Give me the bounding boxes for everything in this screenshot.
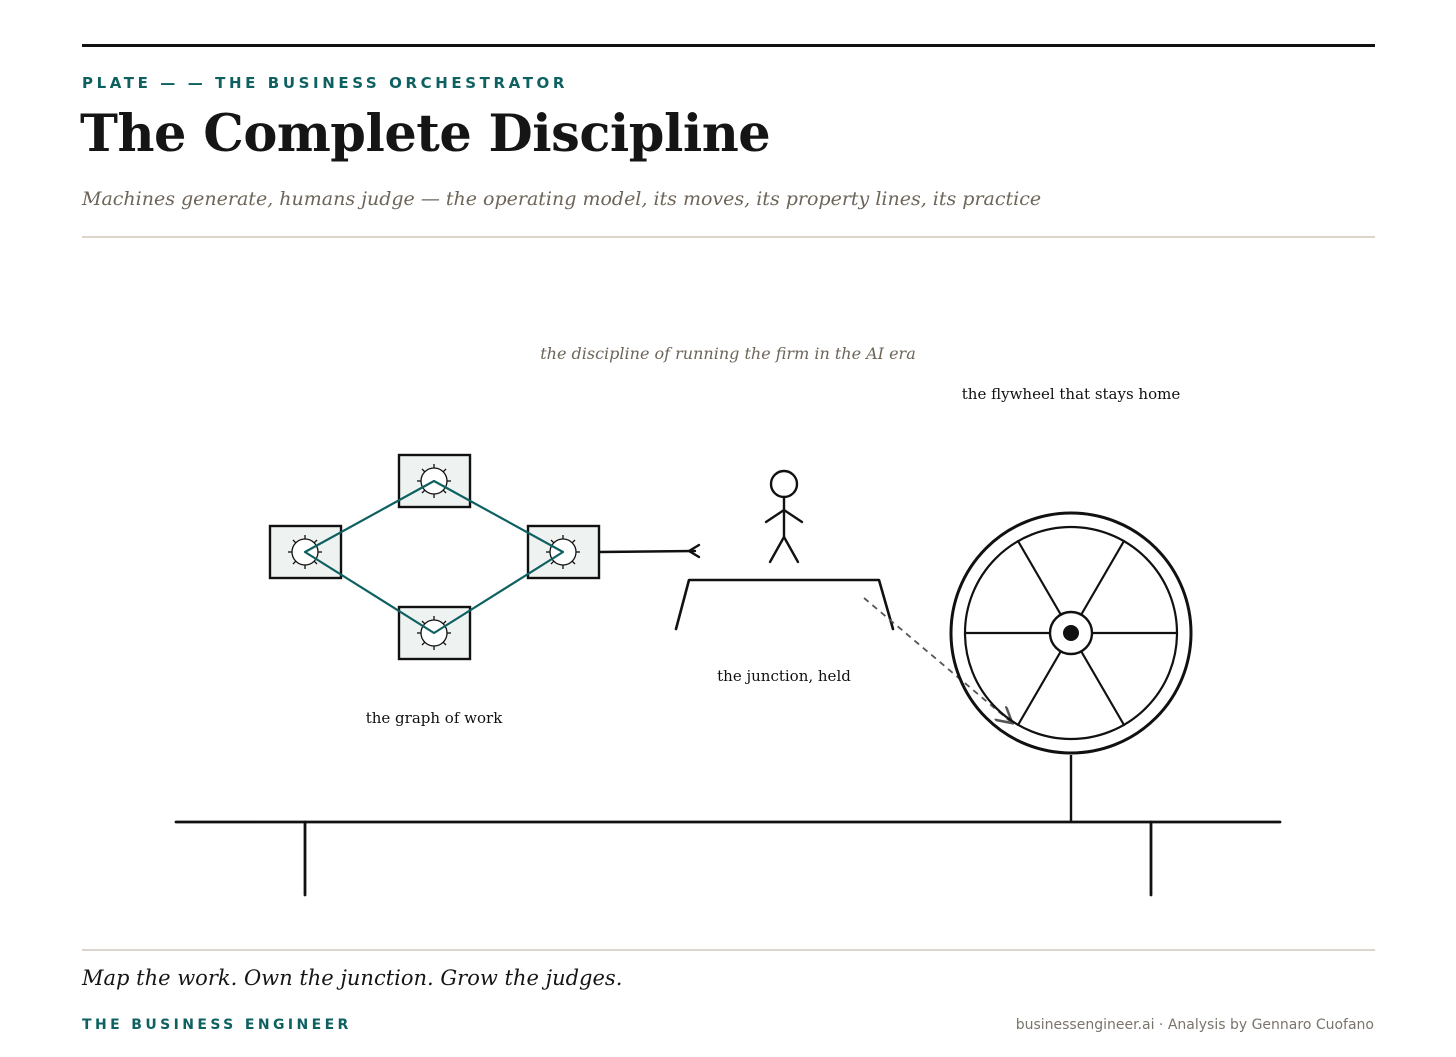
graph-edges bbox=[303, 479, 565, 635]
footer-brand: THE BUSINESS ENGINEER bbox=[82, 1017, 352, 1033]
graph-label: the graph of work bbox=[366, 709, 503, 727]
junction-to-flywheel-arrow bbox=[863, 597, 1011, 722]
footer-credit: businessengineer.ai · Analysis by Gennar… bbox=[1015, 1017, 1374, 1033]
footer-tagline: Map the work. Own the junction. Grow the… bbox=[82, 966, 623, 990]
junction: the junction, held bbox=[674, 469, 895, 685]
person-icon bbox=[764, 469, 804, 564]
footer-divider bbox=[82, 949, 1375, 951]
graph-connector bbox=[597, 543, 701, 559]
plate-kicker: PLATE — — THE BUSINESS ORCHESTRATOR bbox=[82, 74, 569, 92]
header-divider bbox=[82, 236, 1375, 238]
ground-table bbox=[174, 820, 1282, 897]
page-subtitle: Machines generate, humans judge — the op… bbox=[82, 188, 1042, 210]
graph-of-work: the graph of work bbox=[268, 453, 601, 727]
diagram-caption: the discipline of running the firm in th… bbox=[540, 344, 916, 363]
flywheel-label: the flywheel that stays home bbox=[962, 385, 1181, 403]
top-rule bbox=[82, 44, 1375, 47]
junction-label: the junction, held bbox=[717, 667, 851, 685]
flywheel: the flywheel that stays home bbox=[949, 385, 1193, 822]
page-title: The Complete Discipline bbox=[80, 104, 771, 164]
wheel-icon bbox=[949, 511, 1193, 822]
